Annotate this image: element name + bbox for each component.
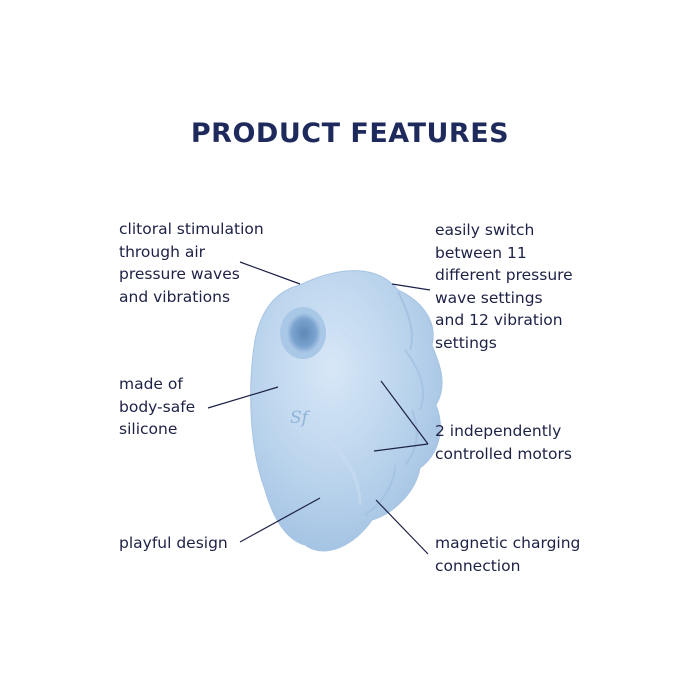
shell-ridge <box>364 464 396 516</box>
leader-line-settings <box>391 283 431 291</box>
feature-text-line: clitoral stimulation <box>119 220 264 238</box>
feature-text-line: connection <box>435 556 521 575</box>
feature-design: playful design <box>119 532 228 555</box>
feature-material: made of body-safe silicone <box>119 373 195 441</box>
device-opening <box>287 313 321 353</box>
feature-text-line: settings <box>435 333 497 352</box>
shell-ridge <box>404 409 418 466</box>
leader-line-motors-2 <box>373 443 429 452</box>
feature-text-line: different pressure <box>435 266 573 284</box>
feature-text-line: 2 independently <box>435 422 562 440</box>
feature-text-line: and vibrations <box>119 287 231 306</box>
feature-text-line: and 12 vibration <box>435 311 563 329</box>
feature-charging: magnetic charging connection <box>435 532 580 577</box>
shell-ridge <box>299 418 362 506</box>
feature-text-line: body-safe <box>119 397 196 416</box>
feature-text-line: between 11 <box>435 243 527 262</box>
device-body <box>250 270 443 552</box>
feature-settings: easily switch between 11 different press… <box>435 219 573 354</box>
page-title: PRODUCT FEATURES <box>190 118 510 149</box>
leader-line-motors-1 <box>380 380 429 445</box>
feature-text-line: wave settings <box>435 288 543 307</box>
feature-text-line: pressure waves <box>119 265 240 283</box>
leader-line-material <box>207 386 279 409</box>
shell-ridge <box>397 291 413 351</box>
shell-ridge <box>339 328 380 401</box>
leader-line-charging <box>375 499 429 555</box>
brand-logo: Sf <box>290 408 311 428</box>
leader-line-air-pressure <box>239 261 301 285</box>
feature-air-pressure: clitoral stimulation through air pressur… <box>119 218 264 308</box>
feature-text-line: easily switch <box>435 221 535 239</box>
shell-ridge <box>404 349 425 411</box>
feature-text-line: playful design <box>119 534 228 552</box>
feature-text-line: magnetic charging <box>435 534 581 552</box>
feature-text-line: through air <box>119 242 206 261</box>
feature-text-line: silicone <box>119 420 178 438</box>
feature-text-line: controlled motors <box>435 444 572 463</box>
feature-text-line: made of <box>119 375 183 393</box>
feature-motors: 2 independently controlled motors <box>435 420 572 465</box>
leader-line-design <box>239 497 321 543</box>
